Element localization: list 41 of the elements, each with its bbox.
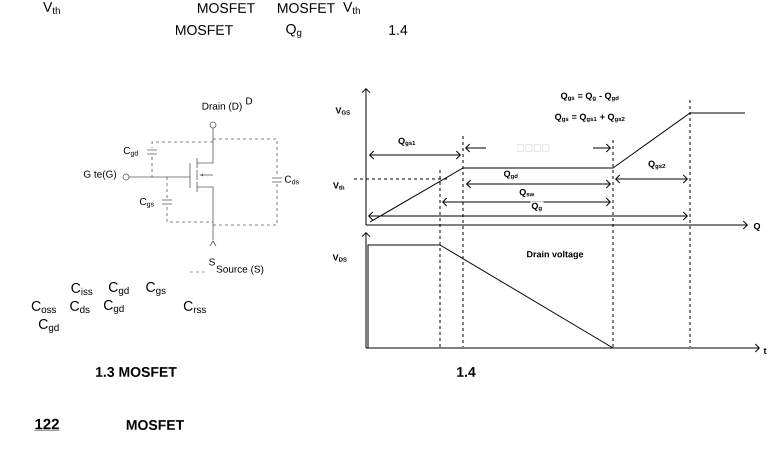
terminal-label: G te(G) (84, 170, 116, 180)
text-fragment: MOSFET (198, 3, 255, 13)
dimension-label: Q$_{sw}$ (518, 188, 536, 198)
text-fragment: C$_{ds}$ (70, 300, 90, 313)
text-fragment: C$_{gd}$ (38, 319, 59, 333)
capacitor-label: C$_{gs}$ (140, 198, 154, 208)
text-fragment: V$_{th}$ (343, 2, 360, 14)
terminal-label: Source (S) (216, 265, 264, 275)
text-fragment: C$_{gd}$ (108, 282, 129, 296)
dimension-label: □□□□ (515, 144, 551, 152)
section-heading: MOSFET (126, 420, 184, 430)
text-fragment: C$_{oss}$ (32, 300, 56, 313)
chart-label: Drain voltage (527, 250, 584, 260)
figure-caption: 1.3 MOSFET (96, 367, 177, 377)
text-fragment: C$_{iss}$ (71, 282, 92, 295)
dimension-label: Q$_{gd}$ (502, 170, 520, 180)
figure-caption: 1.4 (457, 367, 476, 377)
capacitor-label: C$_{gd}$ (124, 146, 138, 158)
terminal-label: S (209, 258, 215, 266)
axis-label: V$_{GS}$ (335, 107, 350, 115)
formula-text: Q$_{gs}$ = Q$_{g}$ - Q$_{gd}$ (561, 92, 618, 102)
text-fragment: C$_{gd}$ (104, 300, 124, 314)
text-fragment: MOSFET (176, 25, 233, 35)
formula-text: Q$_{gs}$ = Q$_{gs1}$ + Q$_{gs2}$ (555, 114, 625, 122)
axis-label: t (764, 348, 766, 354)
axis-label: V$_{th}$ (332, 182, 344, 190)
section-number: 122 (34, 418, 60, 431)
dimension-label: Q$_{g}$ (530, 202, 544, 212)
terminal-label: D (246, 98, 252, 104)
dimension-label: Q$_{gs2}$ (647, 160, 667, 170)
text-fragment: V$_{th}$ (43, 2, 60, 14)
text-fragment: Q$_{g}$ (286, 24, 302, 38)
capacitor-label: C$_{ds}$ (284, 176, 299, 184)
text-fragment: 1.4 (389, 25, 408, 35)
axis-label: V$_{DS}$ (332, 254, 347, 262)
axis-label: Q (754, 222, 760, 232)
text-fragment: C$_{gs}$ (146, 282, 166, 296)
text-fragment: MOSFET (278, 3, 335, 13)
text-fragment: C$_{rss}$ (184, 300, 206, 313)
terminal-label: Drain (D) (202, 102, 242, 112)
dimension-label: Q$_{gs1}$ (397, 136, 417, 148)
